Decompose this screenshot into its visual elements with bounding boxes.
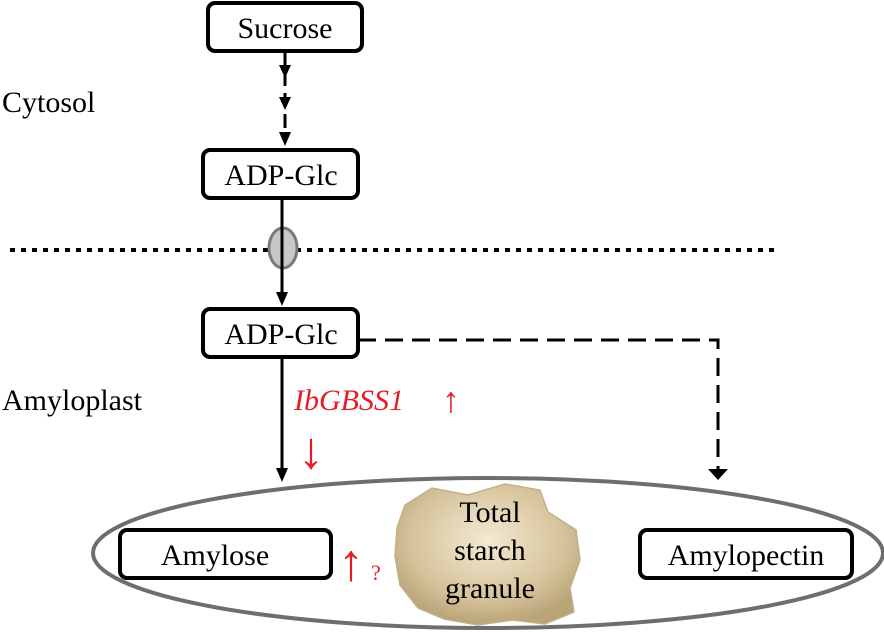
adp-glc-amyloplast-label: ADP-Glc: [224, 318, 337, 351]
adp-glc-amyloplast-node: ADP-Glc: [201, 307, 360, 359]
amylopectin-label: Amylopectin: [668, 539, 825, 572]
adp-glc-cytosol-label: ADP-Glc: [224, 159, 337, 192]
sucrose-label: Sucrose: [238, 12, 333, 45]
starch-granule-ellipse: [91, 476, 884, 630]
cytosol-label: Cytosol: [2, 86, 95, 119]
amylose-node: Amylose: [118, 528, 333, 580]
gene-down-arrow-icon: ↓: [298, 423, 324, 480]
adpglc-to-amylose-arrow: [276, 357, 288, 482]
sucrose-node: Sucrose: [206, 1, 364, 53]
amylose-question-mark: ?: [371, 560, 381, 585]
gene-up-arrow-icon: ↑: [442, 380, 460, 420]
granule-label-line2: starch: [454, 534, 526, 567]
granule-label-line3: granule: [445, 572, 535, 605]
gene-label: IbGBSS1: [293, 384, 404, 417]
adp-glc-cytosol-node: ADP-Glc: [201, 148, 360, 200]
amylopectin-node: Amylopectin: [638, 528, 854, 580]
adpglc-transport-arrow: [276, 198, 288, 306]
starch-granule-shape: [394, 483, 581, 626]
amylose-label: Amylose: [161, 539, 269, 572]
amylose-up-arrow-icon: ↑: [338, 535, 364, 592]
sucrose-to-adpglc-arrow: [279, 51, 291, 146]
granule-label-line1: Total: [459, 496, 520, 529]
amyloplast-label: Amyloplast: [2, 384, 143, 417]
adpglc-to-amylopectin-arrow: [358, 338, 728, 480]
